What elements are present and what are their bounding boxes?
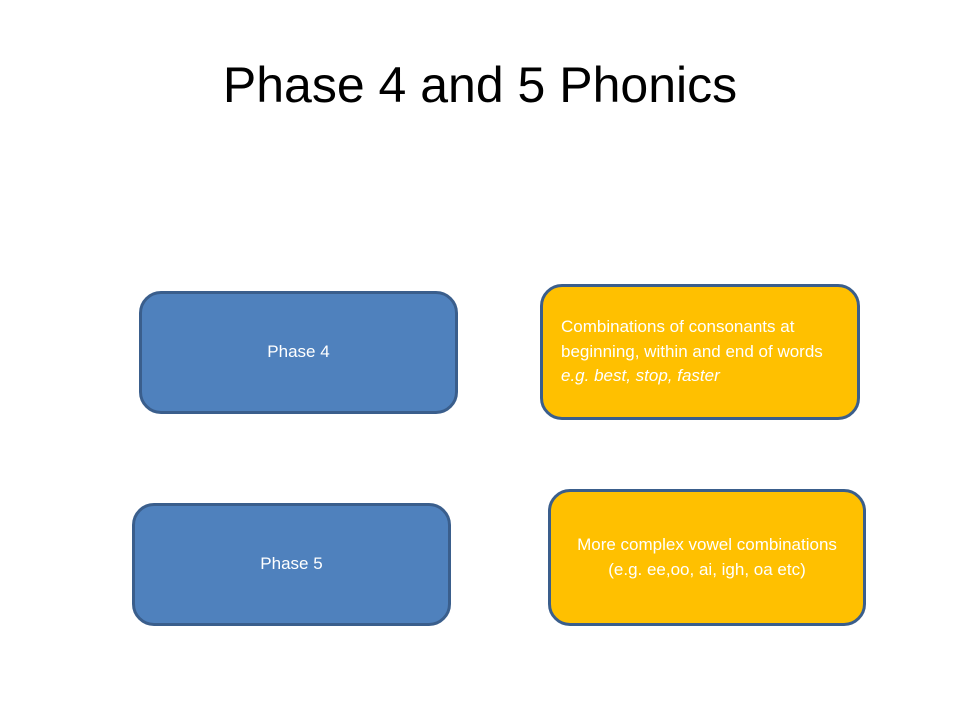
phase-4-description-content: Combinations of consonants at beginning,… [561, 315, 839, 389]
phase-4-example: e.g. best, stop, faster [561, 366, 720, 386]
phase-4-description: Combinations of consonants at beginning,… [561, 317, 823, 361]
phase-5-description: More complex vowel combinations (e.g. ee… [577, 534, 837, 579]
phase-5-box: Phase 5 [132, 503, 451, 626]
phase-4-description-box: Combinations of consonants at beginning,… [540, 284, 860, 420]
phase-5-label: Phase 5 [260, 554, 323, 574]
slide-title: Phase 4 and 5 Phonics [222, 57, 738, 113]
phase-4-label: Phase 4 [267, 342, 330, 362]
phase-5-description-box: More complex vowel combinations (e.g. ee… [548, 489, 866, 626]
phase-4-box: Phase 4 [139, 291, 458, 414]
